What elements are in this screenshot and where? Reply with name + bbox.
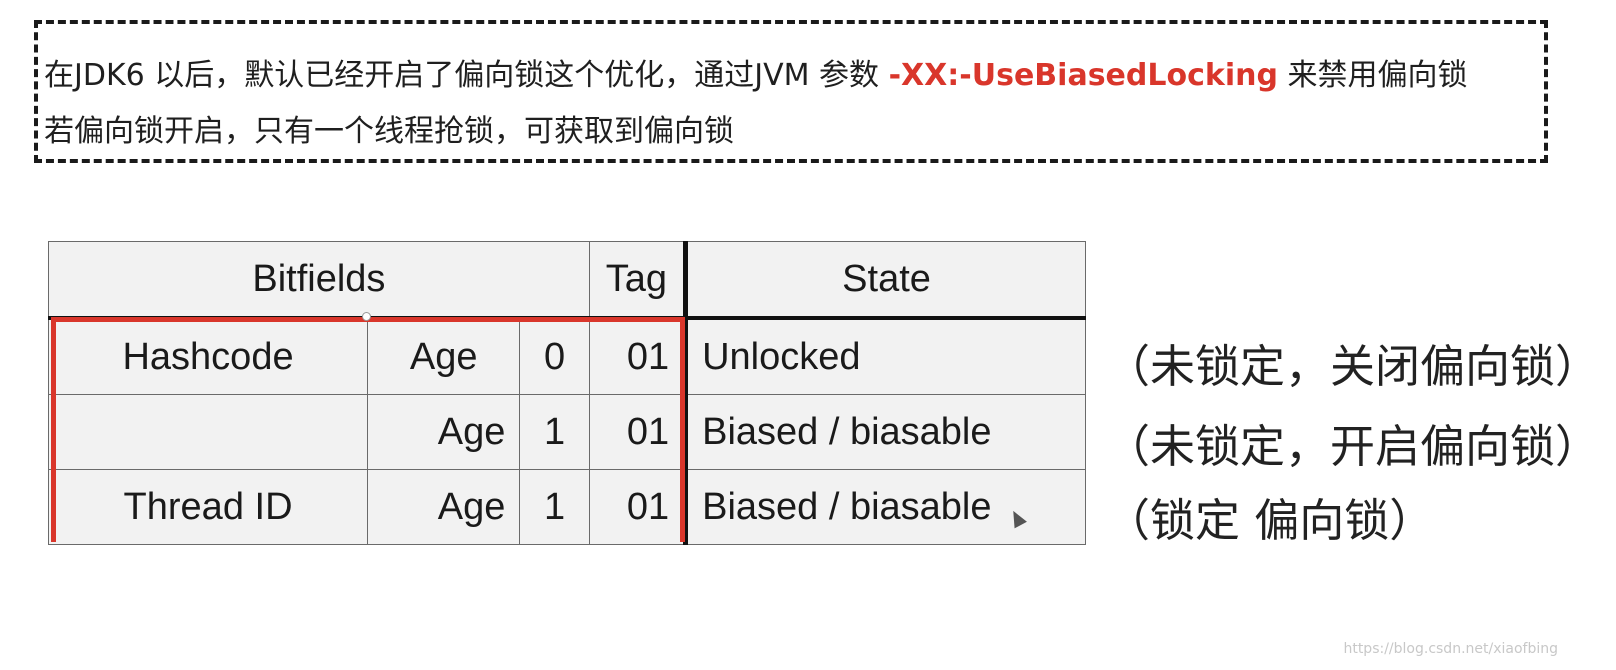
cell-state: Unlocked — [683, 317, 1086, 395]
note-line-1: 在JDK6 以后，默认已经开启了偏向锁这个优化，通过JVM 参数 -XX:-Us… — [44, 50, 1468, 94]
frame-handle-dot — [362, 312, 371, 321]
header-state: State — [683, 241, 1086, 320]
cell-field: Thread ID — [47, 469, 369, 545]
annotation-locked-biased: （锁定 偏向锁） — [1105, 494, 1435, 547]
cell-tag: 01 — [588, 317, 687, 395]
table-row: Hashcode Age 0 01 Unlocked — [47, 317, 1086, 395]
cell-age: Age — [367, 469, 521, 545]
cell-state: Biased / biasable — [683, 469, 1086, 545]
cell-tag: 01 — [588, 469, 687, 545]
annotation-unlocked-bias-on: （未锁定，开启偏向锁） — [1105, 420, 1601, 473]
header-tag: Tag — [588, 241, 687, 320]
cell-age: Age — [367, 394, 521, 470]
biased-highlight-frame — [51, 317, 685, 542]
cell-bit: 0 — [519, 317, 590, 395]
cell-bit: 1 — [519, 469, 590, 545]
mark-word-table: Bitfields Tag State Hashcode Age 0 01 Un… — [47, 241, 1086, 545]
table-row: Thread ID Age 1 01 Biased / biasable — [47, 469, 1086, 545]
header-bitfields: Bitfields — [48, 241, 590, 320]
table-header-row: Bitfields Tag State — [48, 241, 1086, 320]
note-text-after: 来禁用偏向锁 — [1277, 58, 1468, 93]
note-box: 在JDK6 以后，默认已经开启了偏向锁这个优化，通过JVM 参数 -XX:-Us… — [34, 20, 1548, 163]
cell-age: Age — [367, 317, 521, 395]
cell-bit: 1 — [519, 394, 590, 470]
cell-tag: 01 — [588, 394, 687, 470]
note-line-2: 若偏向锁开启，只有一个线程抢锁，可获取到偏向锁 — [44, 114, 734, 149]
annotation-unlocked-bias-off: （未锁定，关闭偏向锁） — [1105, 340, 1601, 393]
table-row: Age 1 01 Biased / biasable — [47, 394, 1086, 470]
watermark: https://blog.csdn.net/xiaofbing — [1343, 641, 1558, 657]
jvm-flag: -XX:-UseBiasedLocking — [888, 58, 1278, 93]
cell-field: Hashcode — [47, 317, 369, 395]
cell-state: Biased / biasable — [683, 394, 1086, 470]
note-text-before: 在JDK6 以后，默认已经开启了偏向锁这个优化，通过JVM 参数 — [44, 58, 889, 93]
